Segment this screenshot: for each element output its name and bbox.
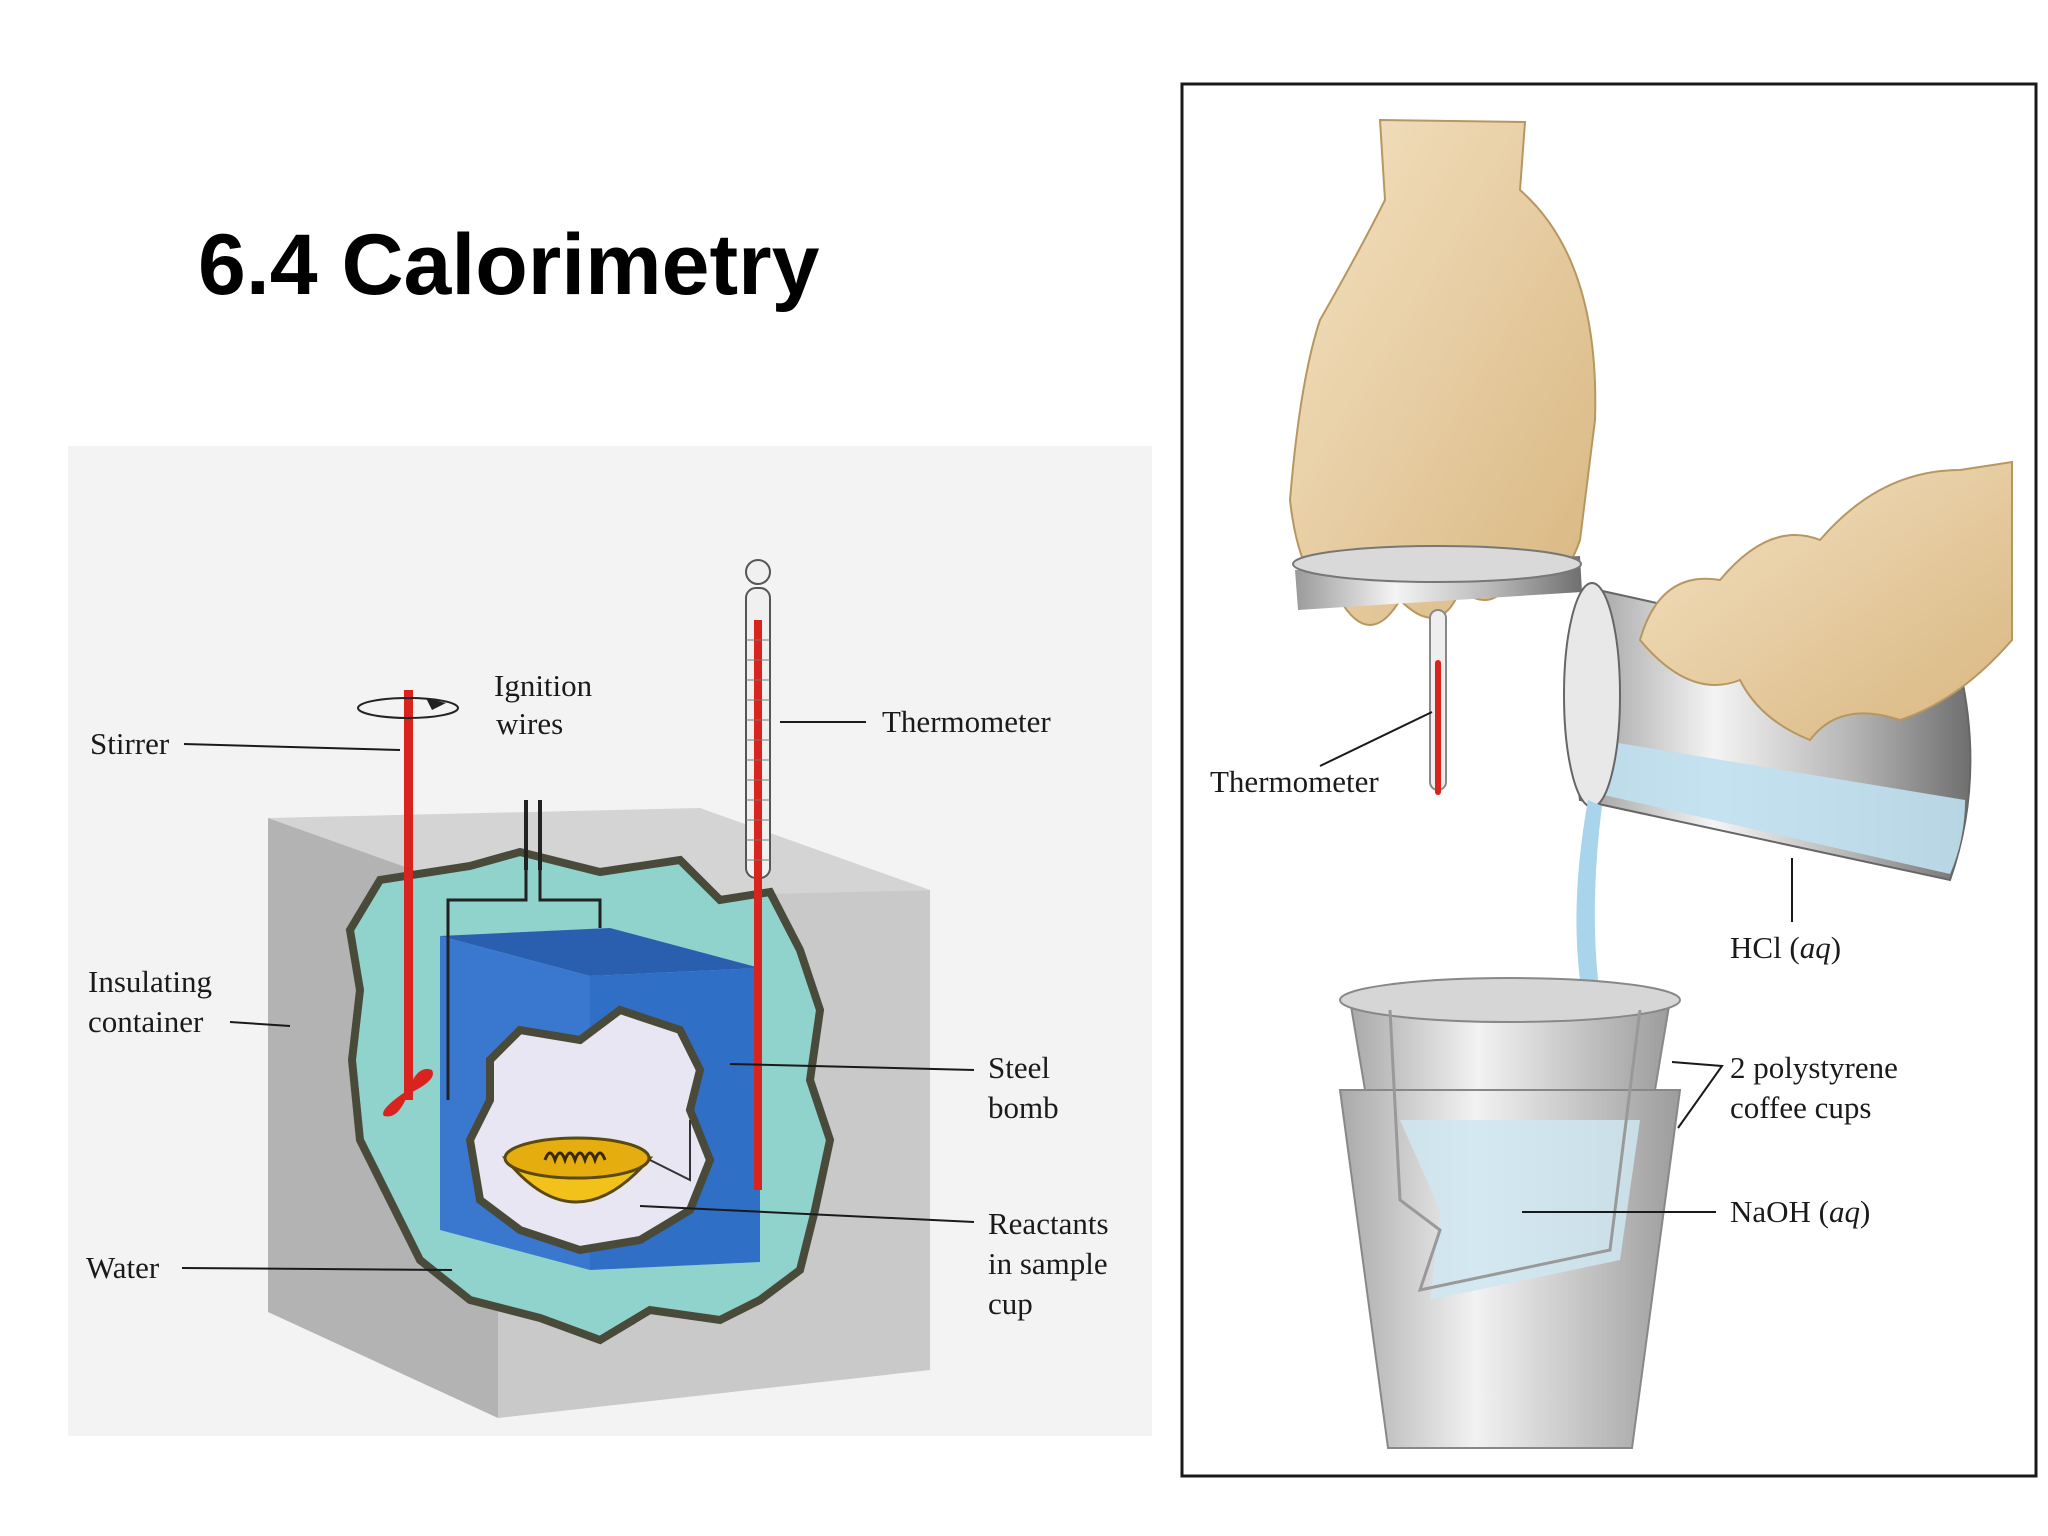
page-title: 6.4 Calorimetry [198, 217, 820, 313]
bomb-calorimeter-figure: Stirrer Ignition wires Thermometer Insul… [68, 446, 1152, 1436]
cup-thermometer [1429, 609, 1447, 795]
coffee-cup-calorimeter-figure: Thermometer HCl (aq) 2 polystyrene coffe… [1180, 82, 2038, 1478]
cups-label-line-2: coffee cups [1730, 1090, 1871, 1125]
ignition-coil [543, 1151, 607, 1165]
cups-label-line-1: 2 polystyrene [1730, 1050, 1898, 1085]
ignition-label-line-2: wires [496, 706, 563, 741]
insulating-label-line-2: container [88, 1004, 204, 1039]
naoh-label: NaOH (aq) [1730, 1194, 1870, 1229]
thermometer-lid [1292, 545, 1582, 610]
coffee-cups [1338, 977, 1682, 1449]
reactants-label-line-2: in sample [988, 1246, 1108, 1281]
water-label: Water [86, 1250, 160, 1285]
reactants-label-line-3: cup [988, 1286, 1033, 1321]
ignition-wires [446, 800, 602, 1100]
stirrer [357, 690, 459, 1117]
insulating-label-line-1: Insulating [88, 964, 212, 999]
cup-leader-lines [1319, 711, 1793, 1213]
reactants-label-line-1: Reactants [988, 1206, 1109, 1241]
sample-wire [649, 1120, 691, 1182]
ignition-label-line-1: Ignition [494, 668, 593, 703]
stirrer-label: Stirrer [90, 726, 170, 761]
right-hand [1638, 460, 2013, 742]
bomb-top [440, 928, 760, 976]
steel-bomb-label-line-2: bomb [988, 1090, 1059, 1125]
bomb-thermometer [745, 559, 771, 1190]
bomb-leader-lines [181, 721, 975, 1271]
bomb-thermometer-label: Thermometer [882, 704, 1051, 739]
bomb-interior [465, 1005, 715, 1255]
steel-bomb-label-line-1: Steel [988, 1050, 1050, 1085]
cup-thermometer-label: Thermometer [1210, 764, 1379, 799]
hcl-label: HCl (aq) [1730, 930, 1841, 965]
